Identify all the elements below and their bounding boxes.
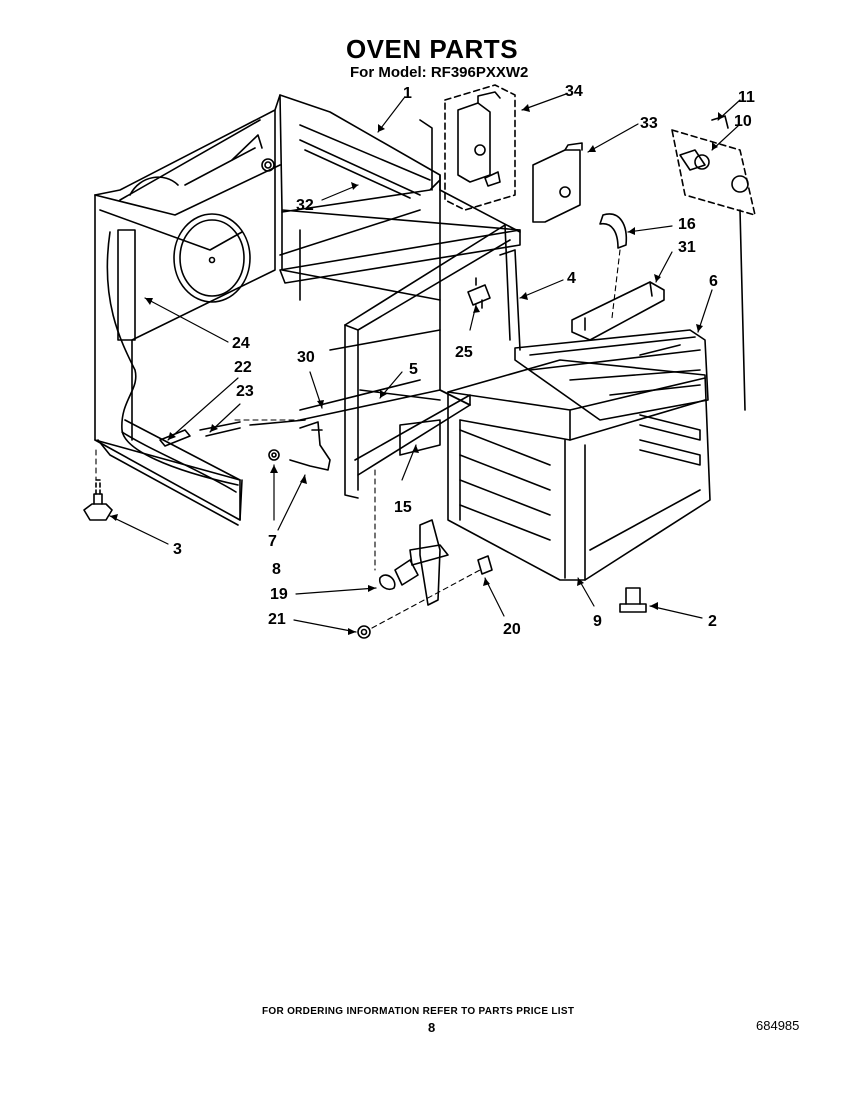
callout-15: 15 [394,499,412,516]
part-9-liner [447,359,711,581]
callout-16: 16 [678,216,696,233]
part-20-screw [477,555,493,575]
orifice-spud [159,419,306,447]
callout-23: 23 [236,383,254,400]
callout-22: 22 [234,359,252,376]
wire-harness [106,229,239,493]
callout-31: 31 [678,239,696,256]
callout-8: 8 [272,561,281,578]
callout-10: 10 [734,113,752,130]
part-25-valve [467,277,491,309]
ordering-info-note: FOR ORDERING INFORMATION REFER TO PARTS … [262,1006,575,1017]
callout-2: 2 [708,613,717,630]
callout-32: 32 [296,197,314,214]
part-16-elbow [599,213,628,249]
callout-5: 5 [409,361,418,378]
model-subtitle: For Model: RF396PXXW2 [350,64,529,81]
page-title: OVEN PARTS [345,34,519,64]
callout-30: 30 [297,349,315,366]
callout-3: 3 [173,541,182,558]
callout-25: 25 [455,344,473,361]
oven-body [94,94,521,526]
callout-21: 21 [268,611,286,628]
alignment-lines [95,249,621,629]
callout-9: 9 [593,613,602,630]
arrowheads [110,104,724,635]
page-number: 8 [428,1020,436,1035]
document-number: 684985 [756,1018,800,1033]
callout-24: 24 [232,335,250,352]
fan-disc [129,158,275,303]
part-30-bracket [289,421,331,471]
callout-1: 1 [403,85,412,102]
part-31-shield [571,281,665,341]
part-21-nut [357,625,371,639]
callout-7: 7 [268,533,277,550]
callout-19: 19 [270,586,288,603]
callout-11: 11 [738,89,755,106]
part-10-11-assembly [671,115,756,411]
part-7-nut [268,449,280,461]
part-3-leveling-leg [83,479,113,521]
callout-6: 6 [709,273,718,290]
part-2-foot [619,587,647,613]
part-19-bracket [378,519,449,606]
callout-34: 34 [565,83,583,100]
callout-33: 33 [640,115,658,132]
part-34-bracket [444,84,516,211]
callout-20: 20 [503,621,521,638]
part-33-bracket [532,142,583,223]
callout-labels: 1 2 3 4 5 6 7 8 9 10 11 15 16 19 20 21 2… [173,83,755,638]
callout-4: 4 [567,270,576,287]
